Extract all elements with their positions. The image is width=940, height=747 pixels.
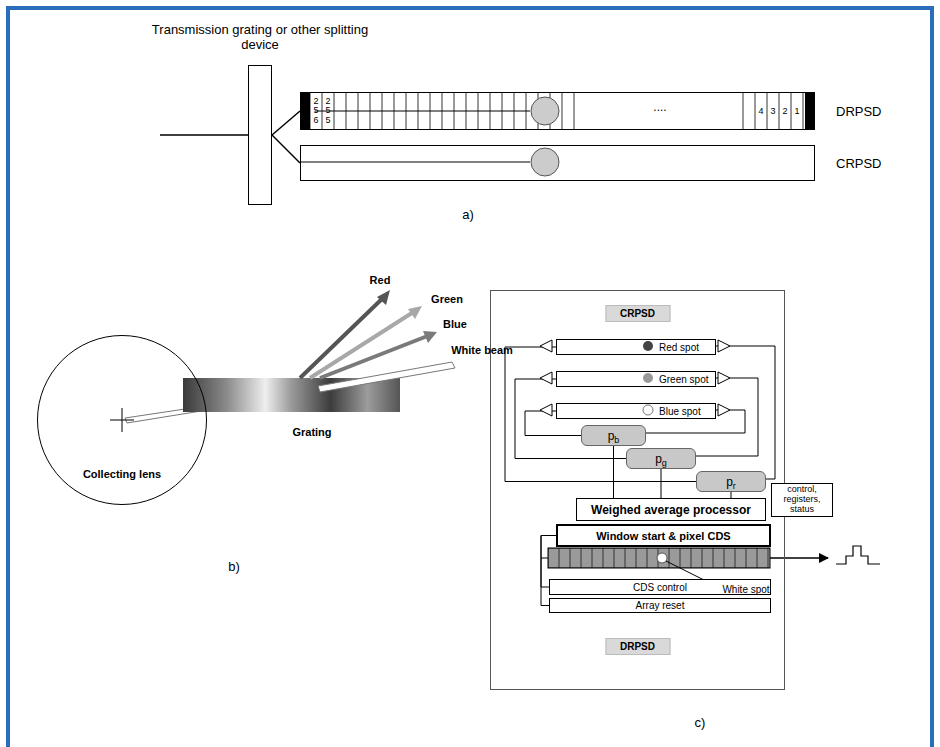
splitting-device: Transmission grating or other splitting … (248, 65, 272, 205)
green-spot (643, 373, 653, 383)
subscript: b (614, 435, 619, 445)
crpsd-detector: CRPSD (300, 145, 815, 181)
amplifier-symbol (540, 404, 552, 416)
pixel-number: 4 (758, 106, 763, 116)
light-beam (272, 111, 300, 135)
node-text: Blue spot (659, 406, 701, 417)
input-beam (160, 134, 248, 136)
node-text: p (726, 475, 733, 489)
pixel-line (574, 92, 575, 130)
pixel-line (562, 92, 563, 130)
node-text: Window start & pixel CDS (596, 530, 730, 542)
ellipsis: .... (653, 100, 666, 114)
pixel-number: 1 (794, 106, 799, 116)
node-text: Transmission grating or other splitting … (145, 22, 375, 52)
node-text: CRPSD (836, 156, 882, 171)
pixel-line (743, 92, 744, 130)
color-label: Blue (443, 318, 467, 330)
pixel-number: 2 (782, 106, 787, 116)
wire (541, 536, 556, 606)
blue-ray (320, 335, 430, 378)
pixel-line (767, 92, 768, 130)
subscript: r (733, 481, 736, 491)
node-text: p (655, 452, 662, 466)
spot-sensor-bar: Green spot (556, 371, 716, 387)
array-reset-box: Array reset (549, 598, 771, 613)
callout-label: White spot (722, 584, 769, 595)
drpsd-array: DRPSD (300, 92, 815, 130)
node-text: Green spot (659, 374, 708, 385)
control-box: control, registers, status (771, 483, 833, 517)
processor-box: Weighed average processor (576, 498, 766, 521)
sensor-chip: CRPSDDRPSDRed spotGreen spotBlue spotpbp… (490, 290, 785, 690)
arrow-head (423, 331, 437, 343)
page-frame (8, 8, 932, 747)
wire (525, 411, 581, 436)
amplifier-symbol (540, 372, 552, 384)
amplifier-symbol (540, 340, 552, 352)
arrow-head (408, 306, 422, 319)
node-text: Array reset (636, 600, 685, 611)
pixel-number: 256 (313, 97, 318, 125)
amplifier-symbol (718, 340, 730, 352)
node-text: CRPSD (605, 305, 670, 322)
pixel-line (310, 92, 311, 130)
collecting-lens: Collecting lens (37, 335, 207, 505)
pixel-line (779, 92, 780, 130)
spot-sensor-bar: Red spot (556, 339, 716, 355)
light-spot (531, 148, 559, 176)
red-spot (643, 341, 653, 351)
light-beam (272, 135, 300, 163)
subscript: g (662, 458, 667, 468)
pixel-line (791, 92, 792, 130)
pixel-array (548, 548, 770, 568)
pixel-line (803, 92, 804, 130)
part-label: Grating (292, 426, 331, 438)
blue-spot (643, 405, 653, 415)
node-text: control, registers, status (774, 485, 830, 515)
output-arrow (770, 557, 828, 559)
position-register: pb (581, 425, 646, 446)
panel-label: a) (462, 207, 474, 222)
node-text: p (608, 429, 615, 443)
pixel-lines (310, 92, 803, 130)
crosshair (122, 408, 123, 432)
node-text: DRPSD (836, 104, 882, 119)
node-text: Collecting lens (38, 468, 206, 480)
amplifier-symbol (718, 372, 730, 384)
wire (695, 378, 758, 456)
pixel-number: 3 (770, 106, 775, 116)
wire (661, 469, 662, 498)
panel-label: b) (228, 559, 240, 574)
white-spot (657, 553, 667, 563)
node-text: CDS control (633, 582, 687, 593)
spot-sensor-bar: Blue spot (556, 403, 716, 419)
node-text: Weighed average processor (591, 503, 751, 517)
panel-label: c) (695, 715, 706, 730)
beam-inside (315, 111, 530, 112)
node-text: Red spot (659, 342, 699, 353)
position-register: pg (626, 448, 696, 469)
node-text: DRPSD (605, 638, 670, 655)
color-label: Green (431, 293, 463, 305)
green-ray (310, 311, 415, 378)
array-end (300, 92, 310, 130)
amplifier-symbol (718, 404, 730, 416)
pixel-number: 255 (325, 97, 330, 125)
beam-inside (300, 162, 530, 163)
wire (613, 446, 614, 498)
pixel-line (755, 92, 756, 130)
position-register: pr (696, 471, 766, 492)
output-waveform (836, 546, 880, 564)
beam-label: White beam (451, 344, 513, 356)
light-spot (531, 97, 559, 125)
wire (541, 558, 548, 559)
array-end (805, 92, 815, 130)
window-cds-box: Window start & pixel CDS (556, 524, 771, 547)
arrow-head (377, 290, 390, 305)
color-label: Red (370, 274, 391, 286)
white-beam (318, 362, 455, 392)
